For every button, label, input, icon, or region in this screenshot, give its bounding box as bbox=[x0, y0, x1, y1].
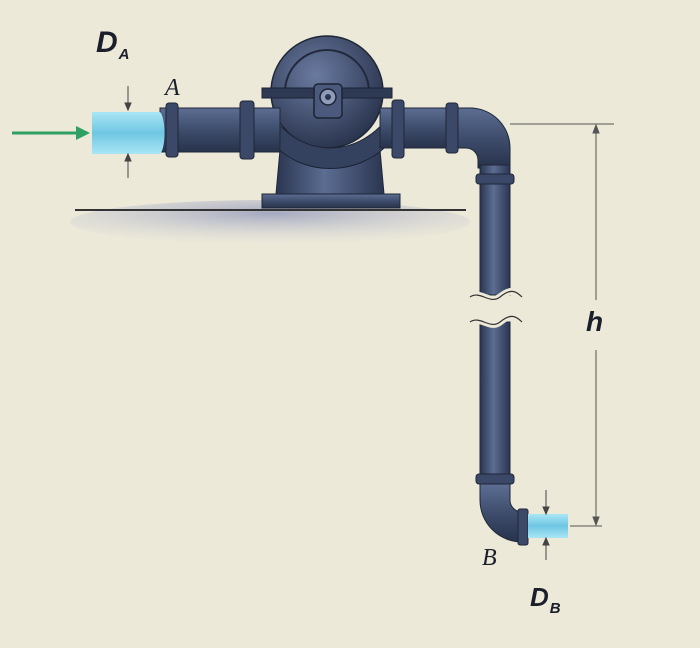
vertical-pipe bbox=[467, 164, 529, 546]
height-label: h bbox=[586, 306, 604, 337]
outlet-diameter-subscript: B bbox=[549, 600, 561, 617]
pump-icon bbox=[261, 35, 401, 209]
inlet-diameter-label: DA bbox=[96, 26, 130, 63]
outlet-diameter-label: DB bbox=[530, 582, 561, 616]
inlet-water bbox=[92, 112, 165, 154]
inlet-diameter-subscript: A bbox=[118, 46, 130, 63]
inlet-diameter-symbol: D bbox=[96, 26, 118, 59]
outlet-diameter-symbol: D bbox=[530, 582, 549, 612]
outlet-diameter-dimension bbox=[542, 490, 550, 560]
height-dimension bbox=[510, 123, 614, 527]
inlet-diameter-dimension bbox=[124, 86, 132, 178]
arrow-right-icon bbox=[12, 126, 90, 140]
inlet-pipe bbox=[159, 100, 281, 160]
outlet-pipe bbox=[379, 99, 511, 169]
outlet-point-label: B bbox=[482, 545, 497, 571]
outlet-water bbox=[528, 514, 568, 538]
inlet-point-label: A bbox=[165, 75, 180, 101]
